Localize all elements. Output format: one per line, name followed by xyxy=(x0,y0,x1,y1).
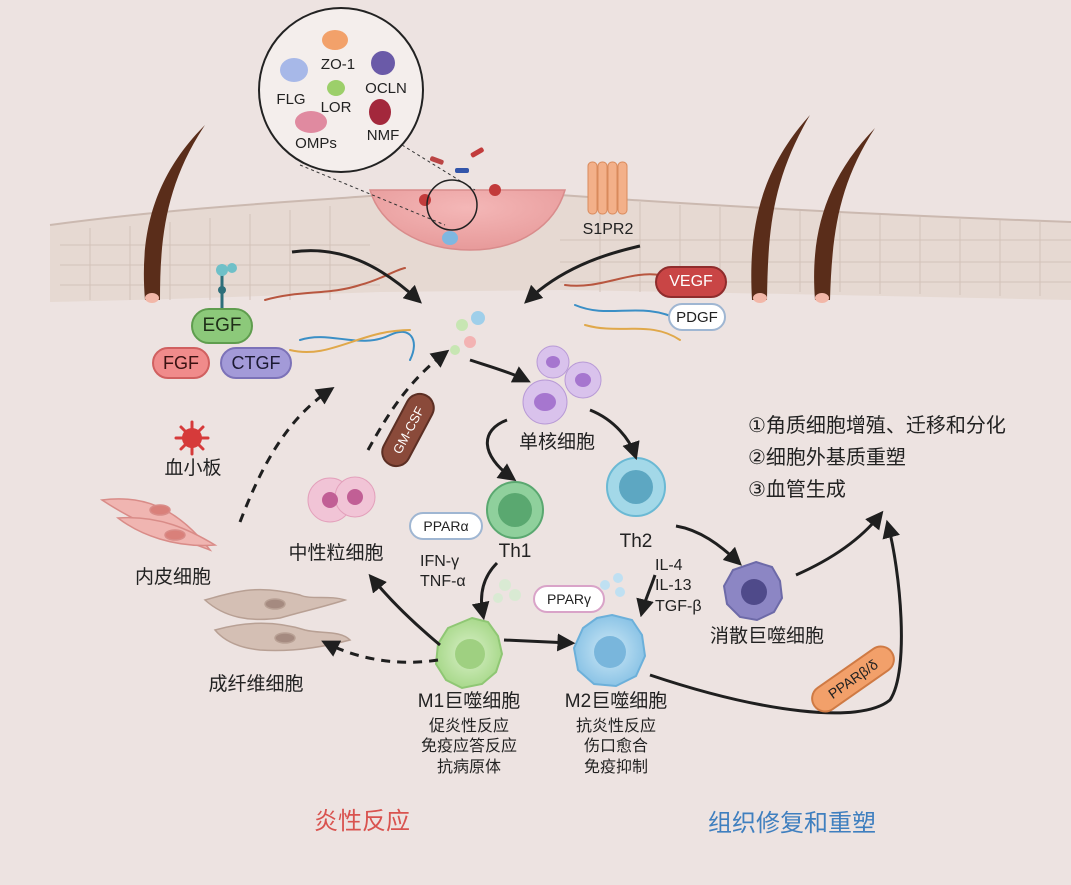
th2-cytokines: IL-4 IL-13 TGF-β xyxy=(655,557,702,616)
pdgf-badge: PDGF xyxy=(668,303,726,331)
m1-function-item: 促炎性反应 xyxy=(428,718,510,735)
th2-label: Th2 xyxy=(619,531,653,552)
lor-label: LOR xyxy=(320,99,352,116)
blood-vessels-left xyxy=(264,267,415,361)
repair-outcomes-list: ①角质细胞增殖、迁移和分化 ②细胞外基质重塑 ③血管生成 xyxy=(748,410,1006,506)
th1-label: Th1 xyxy=(498,541,532,562)
repair-section-title: 组织修复和重塑 xyxy=(708,810,876,837)
m2-functions: 抗炎性反应 伤口愈合 免疫抑制 xyxy=(576,718,656,777)
outcome-item: ③血管生成 xyxy=(748,479,846,501)
ctgf-label: CTGF xyxy=(231,352,281,373)
wound-site xyxy=(369,147,566,251)
ppar-gamma-badge: PPARγ xyxy=(533,585,605,613)
ifn-gamma-label: IFN-γ xyxy=(420,553,460,570)
immune-cell-cluster xyxy=(450,311,485,355)
ocln-label: OCLN xyxy=(365,80,407,97)
pdgf-label: PDGF xyxy=(676,308,718,326)
ctgf-badge: CTGF xyxy=(220,347,292,379)
outcome-item: ①角质细胞增殖、迁移和分化 xyxy=(748,415,1006,437)
ppar-alpha-label: PPARα xyxy=(423,518,469,534)
il13-label: IL-13 xyxy=(655,577,692,595)
ocln-protein-icon xyxy=(371,51,395,75)
resolving-macrophage-label: 消散巨噬细胞 xyxy=(709,626,825,647)
cytokine-dots xyxy=(493,573,625,603)
m2-macrophage-icon xyxy=(572,613,647,688)
s1pr2-receptor-icon xyxy=(587,161,628,215)
m1-functions: 促炎性反应 免疫应答反应 抗病原体 xyxy=(421,718,517,777)
egf-receptor-icon xyxy=(216,263,237,310)
m1-function-item: 免疫应答反应 xyxy=(420,738,518,756)
outcome-item: ②细胞外基质重塑 xyxy=(748,447,906,469)
resolving-macrophage-icon xyxy=(722,560,784,622)
monocyte-label: 单核细胞 xyxy=(518,432,596,453)
dashed-arrows xyxy=(238,349,450,664)
ppar-alpha-badge: PPARα xyxy=(409,512,483,540)
m2-function-item: 抗炎性反应 xyxy=(575,718,657,735)
egf-label: EGF xyxy=(202,315,242,336)
ppar-gamma-label: PPARγ xyxy=(546,591,592,607)
hair-follicles xyxy=(143,115,875,303)
omps-label: OMPs xyxy=(295,135,337,152)
vegf-badge: VEGF xyxy=(655,266,727,298)
platelet-icon xyxy=(174,420,210,456)
th1-cell-icon xyxy=(486,481,544,539)
skin-layer xyxy=(49,194,1071,302)
tnf-alpha-label: TNF-α xyxy=(420,573,466,591)
fgf-badge: FGF xyxy=(152,347,210,379)
lor-protein-icon xyxy=(327,80,345,96)
barrier-zoom-circle xyxy=(258,7,478,231)
omps-protein-icon xyxy=(295,111,327,133)
il4-label: IL-4 xyxy=(655,557,683,574)
m1-label: M1巨噬细胞 xyxy=(417,691,521,712)
zo1-label: ZO-1 xyxy=(320,56,356,73)
th2-cell-icon xyxy=(606,457,666,517)
fgf-label: FGF xyxy=(163,352,199,373)
th1-cytokines: IFN-γ TNF-α xyxy=(420,553,466,592)
zo1-protein-icon xyxy=(322,30,348,50)
nmf-label: NMF xyxy=(366,127,400,144)
monocyte-icon xyxy=(522,345,602,425)
m1-function-item: 抗病原体 xyxy=(436,758,502,776)
s1pr2-label: S1PR2 xyxy=(582,221,634,238)
platelet-label: 血小板 xyxy=(164,458,222,479)
m2-function-item: 免疫抑制 xyxy=(583,758,649,776)
neutrophil-label: 中性粒细胞 xyxy=(288,543,384,564)
m2-label: M2巨噬细胞 xyxy=(564,691,668,712)
neutrophil-icon xyxy=(307,476,376,523)
fibroblast-label: 成纤维细胞 xyxy=(208,674,304,695)
m1-macrophage-icon xyxy=(434,616,504,690)
egf-badge: EGF xyxy=(191,308,253,344)
endothelial-cells-icon xyxy=(99,498,218,552)
pathway-arrows xyxy=(291,244,903,715)
fibroblast-cells-icon xyxy=(203,588,352,652)
nmf-protein-icon xyxy=(369,99,391,125)
m2-function-item: 伤口愈合 xyxy=(583,738,649,756)
flg-protein-icon xyxy=(280,58,308,82)
flg-label: FLG xyxy=(276,91,306,108)
endothelial-label: 内皮细胞 xyxy=(134,567,212,588)
vegf-label: VEGF xyxy=(669,273,713,290)
inflammation-section-title: 炎性反应 xyxy=(314,808,410,835)
tgf-beta-label: TGF-β xyxy=(655,597,702,615)
